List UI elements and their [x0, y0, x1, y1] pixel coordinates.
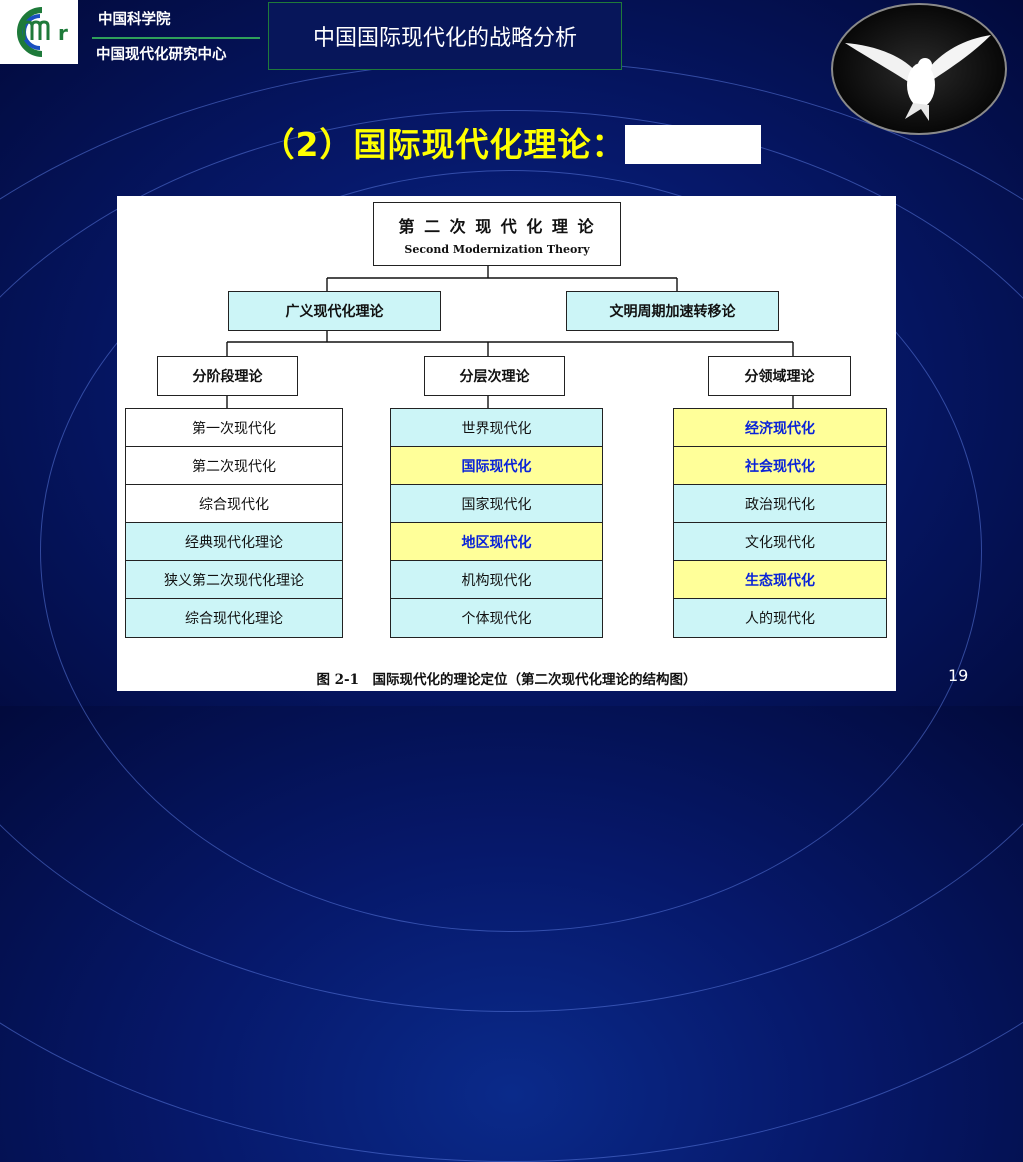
org-divider [92, 37, 260, 39]
org-line-2: 中国现代化研究中心 [96, 47, 227, 63]
slide-title: 中国国际现代化的战略分析 [268, 2, 622, 70]
node-level-theory: 分层次理论 [424, 356, 565, 396]
col1-item: 经典现代化理论 [125, 522, 343, 561]
node-domain-theory: 分领域理论 [708, 356, 851, 396]
org-line-1: 中国科学院 [98, 12, 171, 28]
heading-part-1: （2）国际现代化理论： [261, 125, 626, 164]
col3-item: 文化现代化 [673, 522, 887, 561]
section-heading: （2）国际现代化理论：理论定位 [0, 118, 1023, 166]
node-civilization-cycle-theory: 文明周期加速转移论 [566, 291, 779, 331]
diagram-panel: 第 二 次 现 代 化 理 论 Second Modernization The… [117, 196, 896, 691]
col1-item: 综合现代化理论 [125, 598, 343, 638]
col1-item: 第一次现代化 [125, 408, 343, 447]
col3-item: 经济现代化 [673, 408, 887, 447]
col1-item: 第二次现代化 [125, 446, 343, 485]
root-title: 第 二 次 现 代 化 理 论 [398, 216, 596, 236]
col3-item: 生态现代化 [673, 560, 887, 599]
col2-item: 机构现代化 [390, 560, 603, 599]
col2-item: 地区现代化 [390, 522, 603, 561]
dove-icon [845, 35, 991, 121]
root-node: 第 二 次 现 代 化 理 论 Second Modernization The… [373, 202, 621, 266]
col1-item: 狭义第二次现代化理论 [125, 560, 343, 599]
col2-item: 个体现代化 [390, 598, 603, 638]
page-number: 19 [948, 666, 969, 685]
heading-part-2: 理论定位 [625, 125, 762, 164]
col2-item: 世界现代化 [390, 408, 603, 447]
node-generalized-theory: 广义现代化理论 [228, 291, 441, 331]
logo: r [0, 0, 78, 64]
organization-name: 中国科学院 中国现代化研究中心 [90, 6, 260, 64]
col2-item: 国家现代化 [390, 484, 603, 523]
col1-item: 综合现代化 [125, 484, 343, 523]
connector-lines [226, 266, 794, 408]
figure-caption: 图 2-1 国际现代化的理论定位（第二次现代化理论的结构图） [316, 672, 697, 688]
col3-item: 社会现代化 [673, 446, 887, 485]
svg-text:r: r [58, 21, 68, 45]
cmr-logo-icon: r [17, 7, 68, 57]
col3-item: 人的现代化 [673, 598, 887, 638]
node-stage-theory: 分阶段理论 [157, 356, 298, 396]
col3-item: 政治现代化 [673, 484, 887, 523]
col2-item: 国际现代化 [390, 446, 603, 485]
dove-image [831, 3, 1007, 135]
root-subtitle: Second Modernization Theory [404, 242, 590, 256]
